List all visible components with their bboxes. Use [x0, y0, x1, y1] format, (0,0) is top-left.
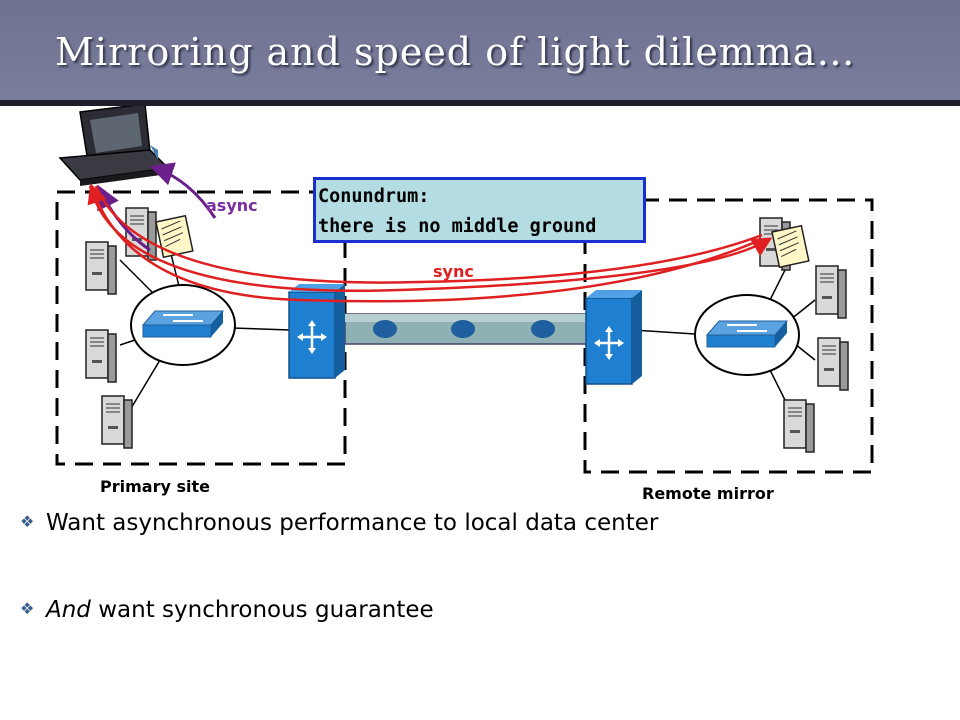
network-diagram [55, 106, 874, 474]
server-icon [85, 241, 117, 295]
server-icon [783, 399, 815, 453]
page-title: Mirroring and speed of light dilemma… [55, 30, 856, 74]
document-icon [771, 225, 810, 268]
laptop-icon [58, 106, 170, 186]
bullet-emphasis: And [46, 597, 91, 623]
bullet-item: ❖ And want synchronous guarantee [20, 597, 434, 623]
remote-switch-icon [694, 294, 800, 376]
sync-label: sync [433, 262, 474, 281]
bullet-diamond-icon: ❖ [20, 599, 35, 618]
remote-router-icon [584, 288, 644, 386]
server-icon [101, 395, 133, 449]
conundrum-callout: Conundrum: there is no middle ground [313, 177, 646, 243]
server-icon [815, 265, 847, 319]
bullet-item: ❖ Want asynchronous performance to local … [20, 510, 658, 536]
bullet-text: want synchronous guarantee [90, 597, 434, 623]
bullet-text: Want asynchronous performance to local d… [46, 510, 659, 536]
sync-arrow [94, 185, 763, 284]
callout-line-2: there is no middle ground [318, 216, 597, 237]
document-icon [155, 215, 194, 258]
primary-router-icon [287, 282, 347, 380]
remote-mirror-label: Remote mirror [642, 484, 774, 503]
server-icon [817, 337, 849, 391]
wan-link-pipe [344, 313, 591, 345]
callout-line-1: Conundrum: [318, 186, 430, 207]
async-arrow [149, 162, 217, 219]
title-divider [0, 100, 960, 106]
sync-arrow [87, 183, 761, 303]
server-icon [85, 329, 117, 383]
bullet-diamond-icon: ❖ [20, 512, 35, 531]
primary-site-label: Primary site [100, 477, 210, 496]
primary-switch-icon [130, 284, 236, 366]
title-bar [0, 0, 960, 100]
async-label: async [206, 196, 258, 215]
